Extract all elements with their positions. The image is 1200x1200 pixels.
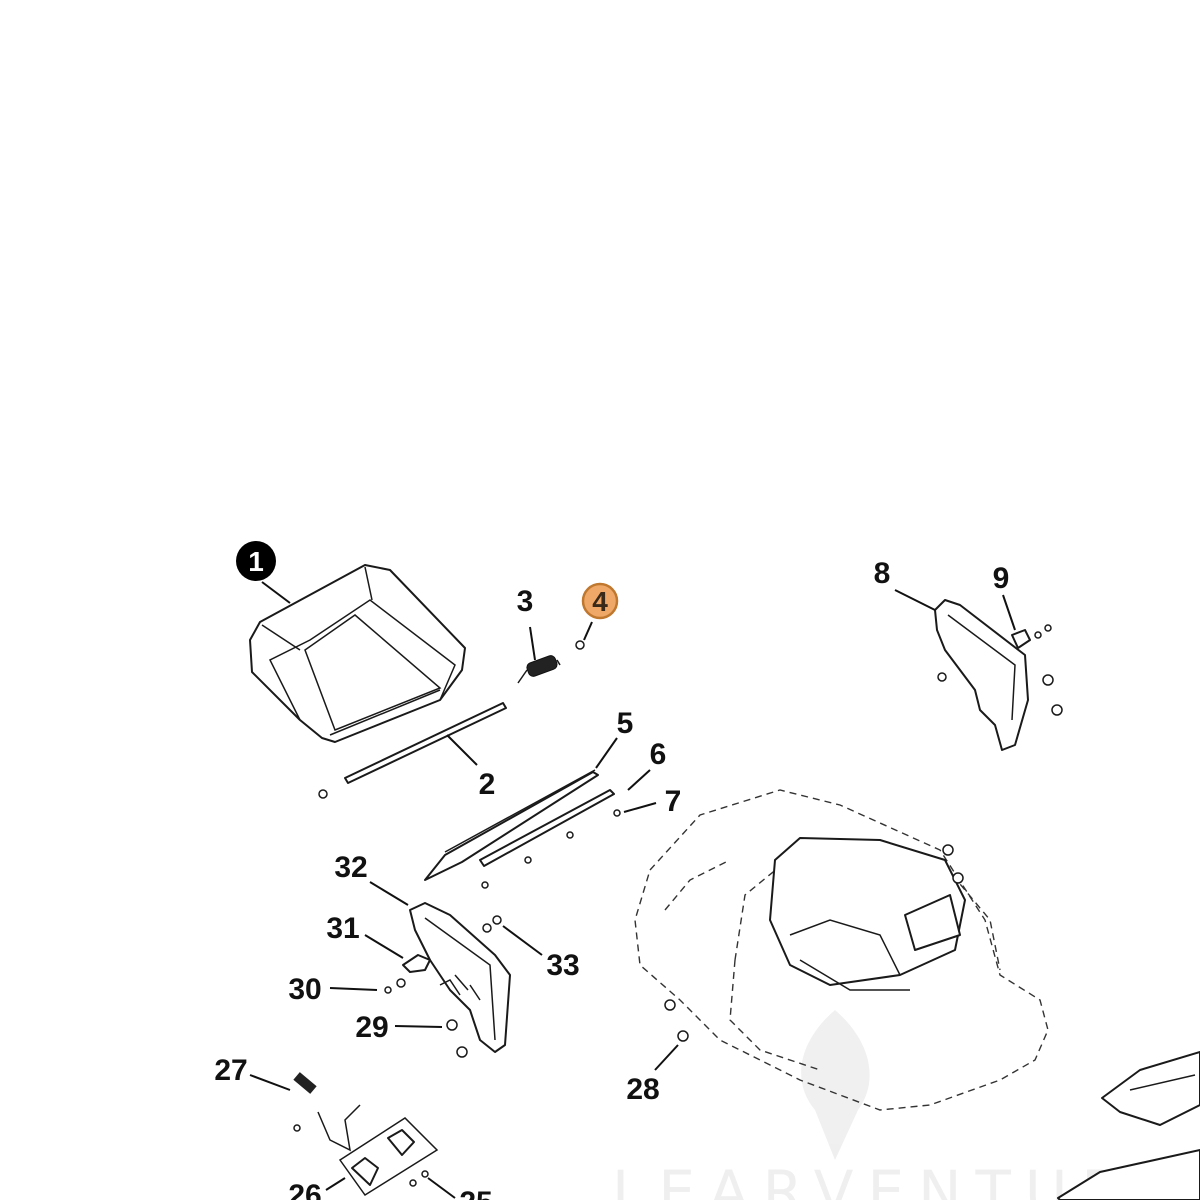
- callout-4[interactable]: 4: [581, 582, 619, 620]
- part-left-bracket[interactable]: [409, 902, 511, 1053]
- leader-lines: [249, 581, 1016, 1199]
- part-height-latch[interactable]: [402, 954, 431, 973]
- part-latch[interactable]: [1011, 624, 1063, 716]
- part-bracket-nuts[interactable]: [482, 915, 502, 933]
- callout-30[interactable]: 30: [288, 973, 321, 1006]
- engine: [769, 837, 966, 991]
- callout-28[interactable]: 28: [626, 1073, 659, 1106]
- callout-3[interactable]: 3: [517, 585, 534, 618]
- callout-32[interactable]: 32: [334, 851, 367, 884]
- part-rear-covers: [1057, 1051, 1200, 1200]
- callout-1[interactable]: 1: [236, 541, 276, 581]
- part-strip[interactable]: [479, 789, 615, 867]
- callout-6[interactable]: 6: [650, 738, 667, 771]
- part-right-bracket[interactable]: [934, 599, 1029, 751]
- callout-31[interactable]: 31: [326, 912, 359, 945]
- callout-29[interactable]: 29: [355, 1011, 388, 1044]
- callout-4-label: 4: [592, 586, 608, 617]
- part-lever-spring[interactable]: [293, 1072, 361, 1152]
- callout-9[interactable]: 9: [993, 562, 1010, 595]
- part-spring[interactable]: [517, 654, 561, 684]
- callout-1-label: 1: [248, 546, 264, 577]
- callout-4-badge: [581, 582, 619, 620]
- part-rod[interactable]: [318, 702, 507, 799]
- callout-26[interactable]: 26: [288, 1179, 321, 1200]
- part-deck-nuts[interactable]: [664, 999, 689, 1042]
- callout-1-badge: [236, 541, 276, 581]
- callout-33[interactable]: 33: [546, 949, 579, 982]
- callout-27[interactable]: 27: [214, 1054, 247, 1087]
- part-bracket-screws[interactable]: [384, 978, 468, 1058]
- part-wheel-caps[interactable]: [338, 1117, 439, 1197]
- part-screws[interactable]: [481, 809, 621, 889]
- part-nut[interactable]: [575, 640, 585, 650]
- callout-8[interactable]: 8: [874, 557, 891, 590]
- callout-2[interactable]: 2: [479, 768, 496, 801]
- callout-7[interactable]: 7: [665, 785, 682, 818]
- callout-25[interactable]: 25: [459, 1186, 492, 1200]
- flame-logo-icon: [801, 1010, 870, 1160]
- callout-5[interactable]: 5: [617, 707, 634, 740]
- part-deflector-plate[interactable]: [424, 769, 599, 881]
- part-catcher-frame[interactable]: [249, 564, 466, 743]
